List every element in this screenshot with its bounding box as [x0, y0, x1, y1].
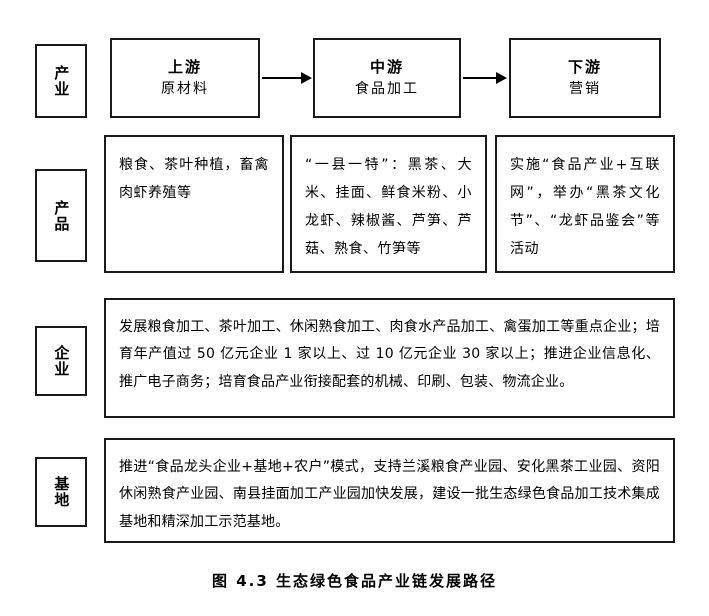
stage-label-product-text: 产品 — [52, 199, 71, 232]
product-box-upstream-text: 粮食、茶叶种植，畜禽肉虾养殖等 — [119, 157, 269, 201]
base-box-text: 推进“食品龙头企业+基地+农户”模式，支持兰溪粮食产业园、安化黑茶工业园、资阳休… — [119, 459, 660, 530]
arrow-shaft — [262, 77, 301, 79]
chain-box-upstream: 上游 原材料 — [110, 38, 260, 118]
chain-box-upstream-subtitle: 原材料 — [161, 81, 209, 98]
enterprise-box: 发展粮食加工、茶叶加工、休闲熟食加工、肉食水产品加工、禽蛋加工等重点企业；培育年… — [104, 298, 675, 418]
arrow-head — [496, 72, 507, 84]
chain-box-downstream-subtitle: 营销 — [569, 81, 601, 98]
chain-box-downstream-title: 下游 — [567, 57, 602, 76]
chain-box-midstream: 中游 食品加工 — [313, 38, 461, 118]
arrow-shaft — [463, 77, 496, 79]
chain-box-midstream-title: 中游 — [369, 57, 404, 76]
base-box: 推进“食品龙头企业+基地+农户”模式，支持兰溪粮食产业园、安化黑茶工业园、资阳休… — [104, 438, 675, 543]
arrow-midstream-to-downstream — [463, 71, 507, 85]
product-box-downstream-text: 实施“食品产业+互联网”，举办“黑茶文化节”、“龙虾品鉴会”等活动 — [510, 157, 660, 257]
enterprise-box-text: 发展粮食加工、茶叶加工、休闲熟食加工、肉食水产品加工、禽蛋加工等重点企业；培育年… — [119, 319, 660, 390]
stage-label-industry: 产业 — [35, 44, 87, 118]
stage-label-base: 基地 — [35, 457, 87, 527]
stage-label-industry-text: 产业 — [52, 65, 71, 97]
arrow-upstream-to-midstream — [262, 71, 312, 85]
product-box-downstream: 实施“食品产业+互联网”，举办“黑茶文化节”、“龙虾品鉴会”等活动 — [495, 135, 675, 273]
product-box-midstream-text: “一县一特”：黑茶、大米、挂面、鲜食米粉、小龙虾、辣椒酱、芦笋、芦菇、熟食、竹笋… — [305, 157, 472, 257]
stage-label-enterprise: 企业 — [35, 326, 87, 396]
stage-label-base-text: 基地 — [52, 476, 71, 508]
figure-caption: 图 4.3 生态绿色食品产业链发展路径 — [211, 572, 498, 590]
arrow-head — [301, 72, 312, 84]
stage-label-enterprise-text: 企业 — [52, 345, 71, 377]
product-box-upstream: 粮食、茶叶种植，畜禽肉虾养殖等 — [104, 135, 284, 273]
stage-label-product: 产品 — [35, 169, 87, 262]
chain-box-midstream-subtitle: 食品加工 — [355, 81, 419, 98]
chain-box-downstream: 下游 营销 — [509, 38, 661, 118]
product-box-midstream: “一县一特”：黑茶、大米、挂面、鲜食米粉、小龙虾、辣椒酱、芦笋、芦菇、熟食、竹笋… — [290, 135, 487, 273]
chain-box-upstream-title: 上游 — [167, 57, 202, 76]
